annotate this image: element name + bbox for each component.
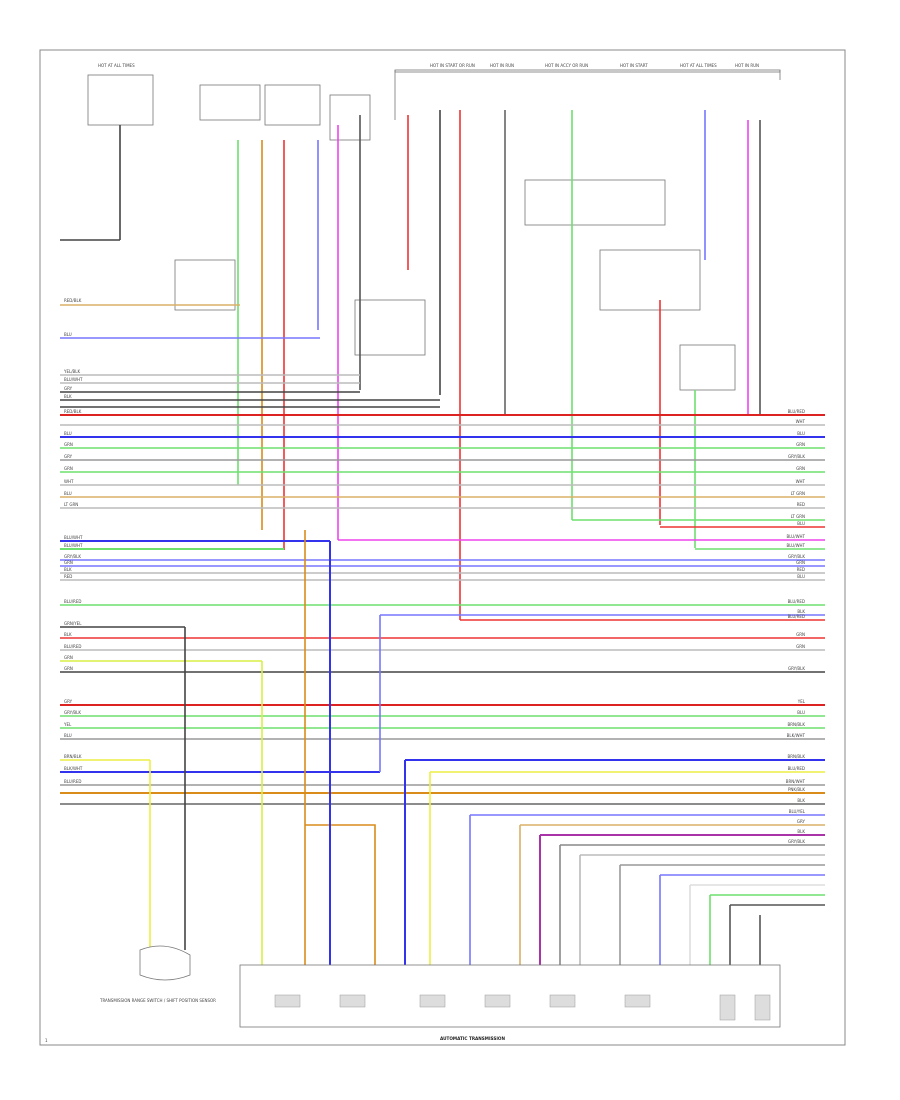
right-wire-label: GRY/BLK: [788, 666, 805, 671]
solenoid-sl3: [419, 994, 446, 1008]
right-wire-label: RED: [797, 502, 805, 507]
left-wire-label: BLU: [64, 431, 72, 436]
left-wire-label: BLU/RED: [64, 644, 81, 649]
left-wire-label: BLK: [64, 632, 72, 637]
left-wire-label: GRN: [64, 442, 73, 447]
top-label-1: HOT IN START OR RUN: [430, 63, 475, 68]
right-wire-label: BRN/BLK: [788, 722, 806, 727]
right-wire-label: BLK: [797, 609, 805, 614]
left-wire-label: BLU/RED: [64, 779, 81, 784]
transmission-box: AUTOMATIC TRANSMISSION: [239, 964, 781, 1041]
top-label-6: HOT IN RUN: [735, 63, 759, 68]
left-wire-label: GRN/YEL: [64, 621, 82, 626]
left-wire-label: GRN: [64, 466, 73, 471]
left-wire-label: GRY: [64, 386, 73, 391]
right-wire-label: GRN: [796, 560, 805, 565]
left-wire-label: BLU/WHT: [64, 535, 83, 540]
top-label-group: HOT AT ALL TIMES HOT IN START OR RUN HOT…: [98, 63, 759, 68]
solenoid-sr: [754, 994, 771, 1021]
left-wire-label: BLU/WHT: [64, 543, 83, 548]
right-wire-label: GRN: [796, 466, 805, 471]
right-wire-label: BLU/RED: [788, 614, 805, 619]
right-wire-label: BLK: [797, 829, 805, 834]
top-label-5: HOT AT ALL TIMES: [680, 63, 717, 68]
left-wire-label: BLU/WHT: [64, 377, 83, 382]
transmission-sensor: TRANSMISSION RANGE SWITCH / SHIFT POSITI…: [99, 945, 216, 1003]
right-wire-label: GRY: [797, 819, 806, 824]
right-wire-label: BRN/BLK: [788, 754, 806, 759]
right-wire-label: GRN: [796, 644, 805, 649]
right-wire-label: GRN: [796, 442, 805, 447]
top-label-2: HOT IN RUN: [490, 63, 514, 68]
right-wire-label: LT GRN: [791, 491, 805, 496]
transmission-label: AUTOMATIC TRANSMISSION: [440, 1036, 505, 1041]
left-wire-label: BLU: [64, 491, 72, 496]
right-wire-label: GRN: [796, 632, 805, 637]
right-wire-label: BLU/RED: [788, 409, 805, 414]
left-wire-label: GRY/BLK: [64, 554, 81, 559]
left-wire-label: BLK/WHT: [64, 766, 83, 771]
left-wire-label: BLU/RED: [64, 599, 81, 604]
right-wire-label: LT GRN: [791, 514, 805, 519]
solenoid-sl1: [274, 994, 301, 1008]
right-wire-label: BLU: [797, 710, 805, 715]
solenoid-sl2: [339, 994, 366, 1008]
right-wire-label: BLU/WHT: [787, 534, 806, 539]
left-wire-label: YEL: [63, 722, 72, 727]
vertical-wires: [60, 110, 761, 620]
right-wire-label: BLU/WHT: [787, 543, 806, 548]
left-wire-label: BLK: [64, 394, 72, 399]
solenoid-slt: [549, 994, 576, 1008]
page-code: 1: [45, 1038, 48, 1043]
right-wire-label: BRN/WHT: [786, 779, 806, 784]
right-wire-label: BLK: [797, 798, 805, 803]
solenoid-s4: [719, 994, 736, 1021]
right-wire-label: BLU/YEL: [789, 809, 806, 814]
right-wire-label: PNK/BLK: [788, 787, 805, 792]
left-wire-label: RED/BLK: [64, 409, 82, 414]
right-wire-label: GRY/BLK: [788, 839, 805, 844]
right-wire-label: YEL: [797, 699, 806, 704]
top-components: [87, 69, 781, 391]
top-label-0: HOT AT ALL TIMES: [98, 63, 135, 68]
left-wire-label: YEL/BLK: [63, 369, 81, 374]
left-wire-label: GRY/BLK: [64, 710, 81, 715]
left-wire-label: BLK: [64, 567, 72, 572]
right-wire-label: BLU: [797, 431, 805, 436]
left-wire-label: RED: [64, 574, 72, 579]
right-wire-label: WHT: [796, 479, 806, 484]
transmission-drops: [149, 530, 761, 1000]
left-wire-label: GRN: [64, 655, 73, 660]
top-label-3: HOT IN ACCY OR RUN: [545, 63, 588, 68]
right-wire-label: RED: [797, 567, 805, 572]
left-wire-label: GRY: [64, 454, 73, 459]
right-wire-label: GRY/BLK: [788, 454, 805, 459]
left-wire-label: BLU: [64, 733, 72, 738]
diagram-frame: [39, 49, 846, 1046]
top-label-4: HOT IN START: [620, 63, 648, 68]
transmission-sensor-label: TRANSMISSION RANGE SWITCH / SHIFT POSITI…: [99, 998, 216, 1003]
left-wire-label: BRN/BLK: [64, 754, 82, 759]
left-wire-label: GRN: [64, 666, 73, 671]
right-wire-label: GRY/BLK: [788, 554, 805, 559]
left-wire-label: GRY: [64, 699, 73, 704]
right-wire-label: BLU: [797, 574, 805, 579]
right-wire-label: BLK/WHT: [787, 733, 806, 738]
left-wire-label: RED/BLK: [64, 298, 82, 303]
solenoid-sl4: [484, 994, 511, 1008]
solenoid-slu: [624, 994, 651, 1008]
right-wire-label: BLU: [797, 521, 805, 526]
right-wire-label: BLU/RED: [788, 766, 805, 771]
left-wire-label: BLU: [64, 332, 72, 337]
right-wire-label: WHT: [796, 419, 806, 424]
horizontal-wires: [60, 304, 825, 906]
left-wire-labels: RED/BLK BLU YEL/BLK BLU/WHT GRY BLK RED/BLK BLU…: [63, 298, 83, 784]
right-wire-label: BLU/RED: [788, 599, 805, 604]
left-wire-label: WHT: [64, 479, 74, 484]
left-wire-label: GRN: [64, 560, 73, 565]
left-wire-label: LT GRN: [64, 502, 78, 507]
